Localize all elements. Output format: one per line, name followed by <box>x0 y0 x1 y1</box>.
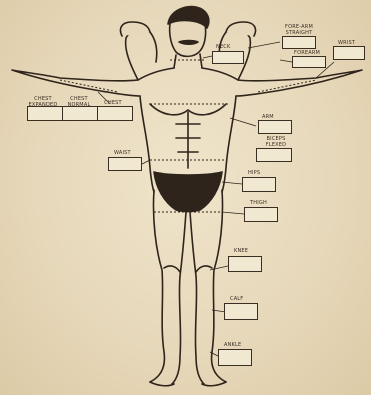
fore-arm-straight-label: FORE-ARM STRAIGHT <box>282 24 316 36</box>
forearm-measure-box[interactable] <box>292 56 326 68</box>
biceps-flexed-label: BICEPS FLEXED <box>256 136 296 148</box>
neck-label: NECK <box>216 44 230 50</box>
fore-arm-straight-measure-box[interactable] <box>282 36 316 49</box>
arm-measure-box[interactable] <box>258 120 292 134</box>
waist-measure-box[interactable] <box>108 157 142 171</box>
chest-contracted-measure-box[interactable] <box>97 106 133 121</box>
wrist-measure-box[interactable] <box>333 46 365 60</box>
chest-normal-measure-box[interactable] <box>62 106 98 121</box>
hips-label: HIPS <box>248 170 260 176</box>
thigh-measure-box[interactable] <box>244 207 278 222</box>
calf-measure-box[interactable] <box>224 303 258 320</box>
knee-label: KNEE <box>234 248 248 254</box>
ankle-measure-box[interactable] <box>218 349 252 366</box>
chest-expanded-measure-box[interactable] <box>27 106 63 121</box>
ankle-label: ANKLE <box>224 342 241 348</box>
knee-measure-box[interactable] <box>228 256 262 272</box>
neck-measure-box[interactable] <box>212 51 244 64</box>
calf-label: CALF <box>230 296 243 302</box>
waist-label: WAIST <box>114 150 131 156</box>
hips-measure-box[interactable] <box>242 177 276 192</box>
thigh-label: THIGH <box>250 200 267 206</box>
biceps-flexed-measure-box[interactable] <box>256 148 292 162</box>
